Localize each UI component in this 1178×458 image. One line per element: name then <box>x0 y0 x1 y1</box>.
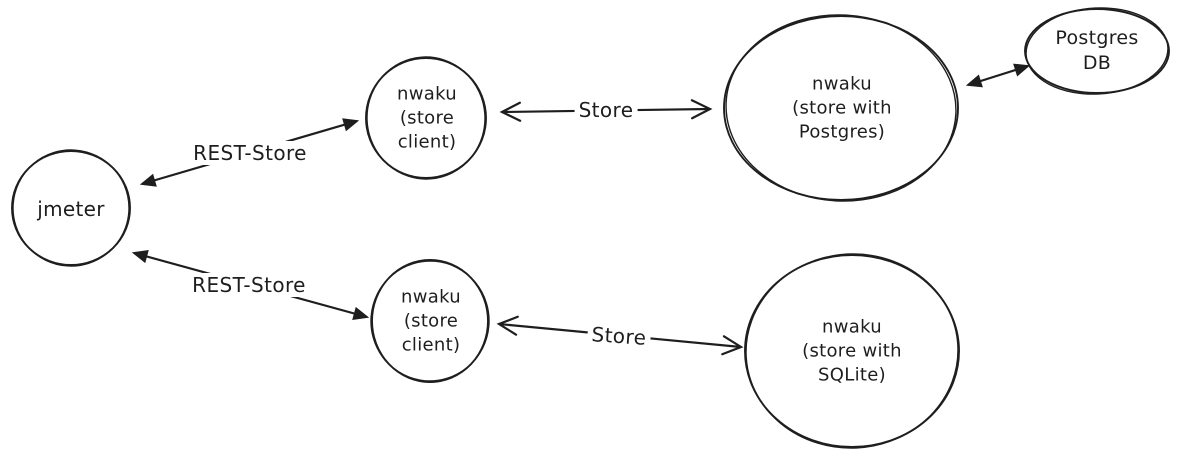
node-ellipse-store-client-top <box>365 56 487 180</box>
node-ellipse-postgres-db <box>1024 7 1170 95</box>
node-ellipse-nwaku-sqlite <box>744 253 960 449</box>
node-ellipse-store-client-bottom <box>370 259 490 383</box>
node-ellipse-nwaku-postgres <box>723 14 959 202</box>
node-ellipse-jmeter <box>11 149 131 267</box>
edge-store-bottom <box>496 315 744 356</box>
edge-rest-store-top <box>139 118 360 187</box>
edge-postgres-link <box>965 63 1031 88</box>
edge-rest-store-bottom <box>131 250 370 320</box>
edge-store-top <box>499 99 713 122</box>
